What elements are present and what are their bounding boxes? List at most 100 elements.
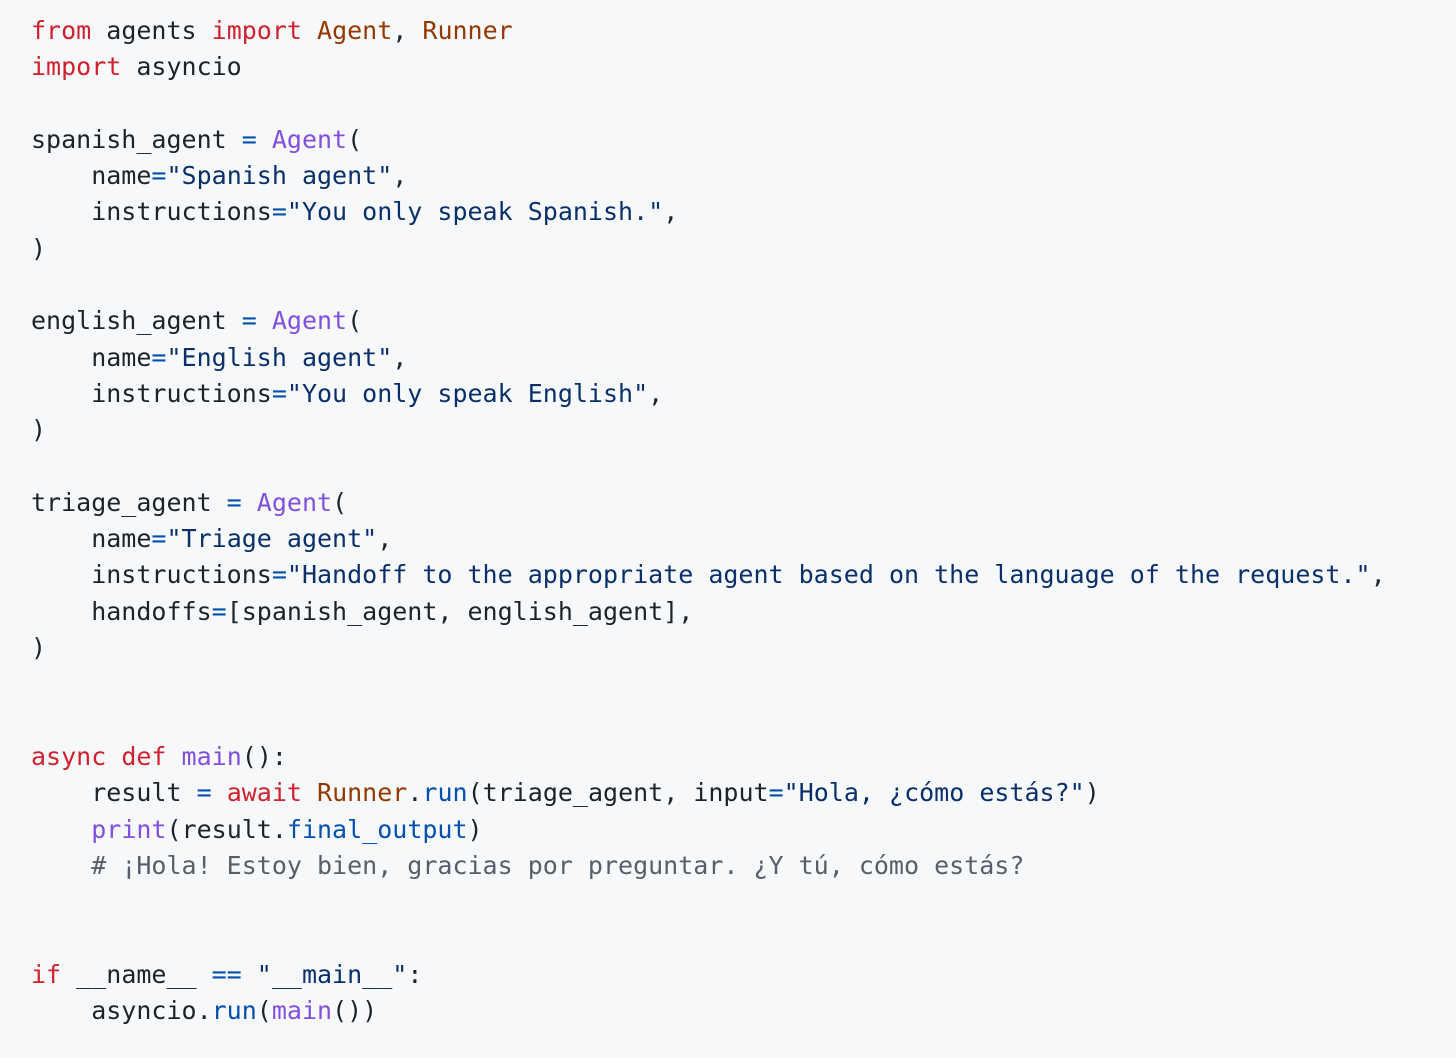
- class-token: Agent: [317, 16, 393, 45]
- keyword-token: if: [31, 959, 62, 989]
- function-token: main: [181, 741, 242, 771]
- text-token: ,: [377, 524, 393, 554]
- operator-token: =: [151, 342, 167, 372]
- code-line: instructions="You only speak Spanish.",: [31, 194, 1386, 230]
- code-line: ​: [31, 86, 1386, 122]
- code-line: ): [31, 412, 1386, 448]
- keyword-token: await: [226, 778, 302, 808]
- keyword-token: from: [31, 16, 92, 45]
- code-line: ​: [31, 666, 1386, 702]
- code-line: instructions="You only speak English",: [31, 376, 1386, 412]
- operator-token: =: [196, 778, 212, 808]
- code-line: ​: [31, 920, 1386, 956]
- text-token: ,: [648, 378, 664, 408]
- text-token: ()): [332, 996, 378, 1026]
- text-token: [257, 306, 272, 335]
- function-token: print: [91, 814, 167, 844]
- string-token: "__main__": [256, 959, 408, 989]
- operator-token: =: [151, 161, 167, 191]
- string-token: "You only speak English": [286, 378, 649, 408]
- function-token: Agent: [256, 487, 333, 517]
- text-token: ():: [241, 741, 287, 771]
- operator-token: =: [151, 524, 167, 554]
- text-token: (: [347, 124, 363, 154]
- string-token: "Hola, ¿cómo estás?": [783, 778, 1085, 808]
- text-token: asyncio: [121, 52, 242, 82]
- code-line: async def main():: [31, 739, 1386, 775]
- text-token: spanish_agent: [31, 124, 242, 154]
- text-token: .: [407, 778, 423, 808]
- code-line: triage_agent = Agent(: [31, 485, 1386, 521]
- attribute-token: run: [422, 778, 468, 808]
- class-token: Runner: [422, 16, 513, 45]
- function-token: Agent: [271, 306, 348, 336]
- code-line: from agents import Agent, Runner: [31, 13, 1386, 49]
- code-line: ​: [31, 449, 1386, 485]
- operator-token: =: [226, 487, 242, 517]
- code-line: import asyncio: [31, 49, 1386, 85]
- text-token: [spanish_agent, english_agent],: [226, 596, 694, 626]
- text-token: [242, 488, 257, 517]
- text-token: (: [256, 996, 272, 1026]
- text-token: [302, 16, 317, 45]
- text-token: [302, 778, 317, 807]
- code-line: print(result.final_output): [31, 812, 1386, 848]
- text-token: name: [31, 161, 152, 191]
- code-line: ​: [31, 884, 1386, 920]
- keyword-token: async: [31, 741, 107, 771]
- operator-token: =: [271, 197, 287, 227]
- operator-token: =: [271, 560, 287, 590]
- text-token: (: [332, 487, 348, 517]
- string-token: "You only speak Spanish.": [286, 197, 664, 227]
- code-line: english_agent = Agent(: [31, 303, 1386, 339]
- text-token: ): [31, 415, 47, 445]
- text-token: ,: [392, 16, 423, 45]
- text-token: name: [31, 342, 152, 372]
- operator-token: =: [271, 378, 287, 408]
- text-token: handoffs: [31, 596, 212, 626]
- comment-token: # ¡Hola! Estoy bien, gracias por pregunt…: [91, 850, 1025, 880]
- code-line: if __name__ == "__main__":: [31, 957, 1386, 993]
- text-token: (triage_agent, input: [467, 778, 769, 808]
- text-token: :: [407, 959, 423, 989]
- text-token: [212, 778, 227, 807]
- text-token: [106, 742, 121, 771]
- operator-token: =: [768, 778, 784, 808]
- text-token: [257, 125, 272, 154]
- text-token: __name__: [61, 959, 212, 989]
- text-token: instructions: [31, 378, 272, 408]
- text-token: result: [31, 778, 197, 808]
- operator-token: ==: [211, 959, 242, 989]
- text-token: (: [347, 306, 363, 336]
- operator-token: =: [241, 124, 257, 154]
- code-line: name="English agent",: [31, 340, 1386, 376]
- string-token: "Spanish agent": [166, 161, 393, 191]
- keyword-token: import: [211, 16, 302, 45]
- keyword-token: import: [31, 52, 122, 82]
- text-token: agents: [91, 16, 212, 45]
- text-token: [31, 815, 91, 844]
- text-token: [31, 851, 91, 880]
- function-token: Agent: [271, 124, 348, 154]
- text-token: instructions: [31, 560, 272, 590]
- function-token: main: [271, 996, 333, 1026]
- text-token: ,: [392, 342, 408, 372]
- text-token: english_agent: [31, 306, 242, 336]
- text-token: ): [467, 814, 483, 844]
- text-token: triage_agent: [31, 487, 227, 517]
- text-token: instructions: [31, 197, 272, 227]
- code-line: ​: [31, 267, 1386, 303]
- code-line: spanish_agent = Agent(: [31, 122, 1386, 158]
- code-line: instructions="Handoff to the appropriate…: [31, 557, 1386, 593]
- code-line: handoffs=[spanish_agent, english_agent],: [31, 594, 1386, 630]
- text-token: (result.: [166, 814, 287, 844]
- code-line: name="Triage agent",: [31, 521, 1386, 557]
- code-line: result = await Runner.run(triage_agent, …: [31, 775, 1386, 811]
- code-line: ): [31, 231, 1386, 267]
- code-line: # ¡Hola! Estoy bien, gracias por pregunt…: [31, 848, 1386, 884]
- text-token: name: [31, 524, 152, 554]
- code-line: asyncio.run(main()): [31, 993, 1386, 1029]
- text-token: ,: [1370, 560, 1386, 590]
